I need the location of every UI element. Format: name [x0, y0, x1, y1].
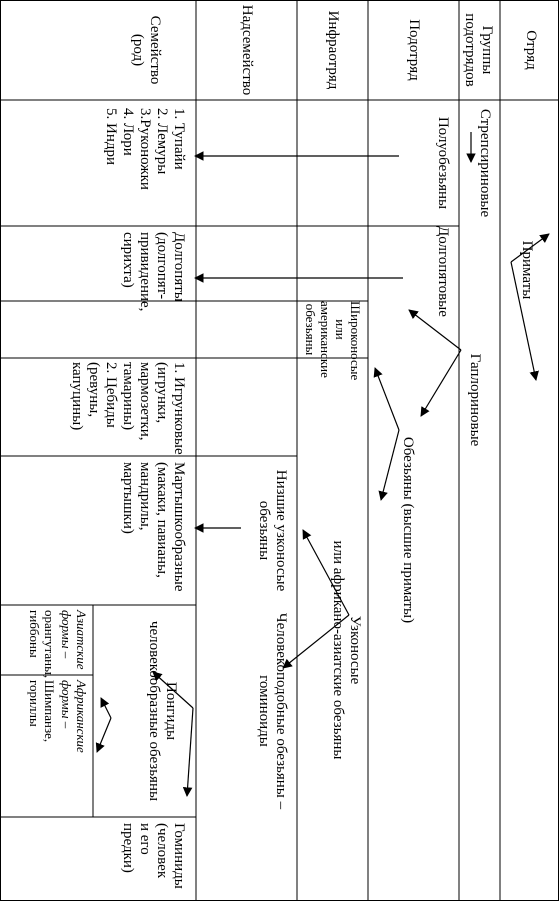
suborder-monkeys: Обезьяны (высшие приматы): [400, 436, 416, 624]
arrow-monkeys-to-catarrhini: [378, 429, 400, 501]
suborder-prosimians: Полуобезьяны: [435, 116, 451, 210]
family-platyrrhini-list: 1. Игрунковые (игрунки, мармозетки, тама…: [69, 362, 187, 455]
family-prosimians-list: 1. Тупайи 2. Лемуры 3.Руконожки 4. Лори …: [103, 108, 187, 190]
suborder-tarsiers: Долгопятовые: [435, 226, 451, 317]
arrow-primates-to-strepsirrhini: [510, 233, 550, 263]
header-suborder: Подотряд: [406, 19, 422, 81]
order-primates: Приматы: [519, 240, 535, 300]
infraorder-catarrhini: Узконосые или африкано-азиатские обезьян…: [330, 540, 363, 760]
arrow-catarrhini-to-hominoids: [282, 614, 350, 669]
diagram-arrows: [95, 132, 550, 797]
family-tarsiers-list: Долгопяты (долгопят- привидение, сирихта…: [120, 232, 187, 312]
arrow-hominoids-to-hominids: [182, 707, 194, 797]
family-pongids: Понгиды человекообразные обезьяны: [146, 620, 179, 802]
family-asian-forms: Азиатские формы –: [59, 610, 89, 670]
family-hominids: Гоминиды (человек и его предки): [120, 823, 187, 889]
arrow-pongids-to-african: [95, 717, 112, 753]
arrow-haplorhini-to-tarsiers: [408, 309, 462, 351]
family-cercopithecidae: Мартышкообразные (макаки, павианы, мандр…: [120, 462, 187, 592]
family-african-forms: Африканские формы –: [59, 680, 89, 753]
arrow-pongids-to-asian: [100, 697, 112, 719]
superfamily-hominoids: Человекоподобные обезьяны – гоминоиды: [256, 612, 289, 810]
group-haplorhini: Гаплориновые: [467, 353, 483, 447]
header-order: Отряд: [523, 30, 539, 70]
header-infraorder: Инфраотряд: [325, 10, 341, 90]
infraorder-platyrrhini: Широконосые или американские обезьяны: [303, 301, 363, 381]
header-family: Семейство (род): [130, 15, 163, 85]
arrow-haplorhini-to-monkeys: [420, 349, 462, 417]
header-suborder-groups: Группы подотрядов: [462, 13, 495, 87]
group-strepsirrhini: Стрепсириновые: [477, 108, 493, 218]
superfamily-lower: Низшие узконосые обезьяны: [256, 469, 289, 592]
arrow-monkeys-to-platyrrhini: [373, 367, 400, 431]
arrow-hominoids-to-pongids: [152, 671, 194, 709]
header-superfamily: Надсемейство: [239, 4, 255, 96]
family-african-species: Шимпанзе, гориллы: [27, 680, 57, 743]
arrow-catarrhini-to-lower: [302, 529, 350, 616]
arrow-primates-to-haplorhini: [510, 261, 539, 381]
family-asian-species: орангутаны, гиббоны: [27, 610, 57, 679]
